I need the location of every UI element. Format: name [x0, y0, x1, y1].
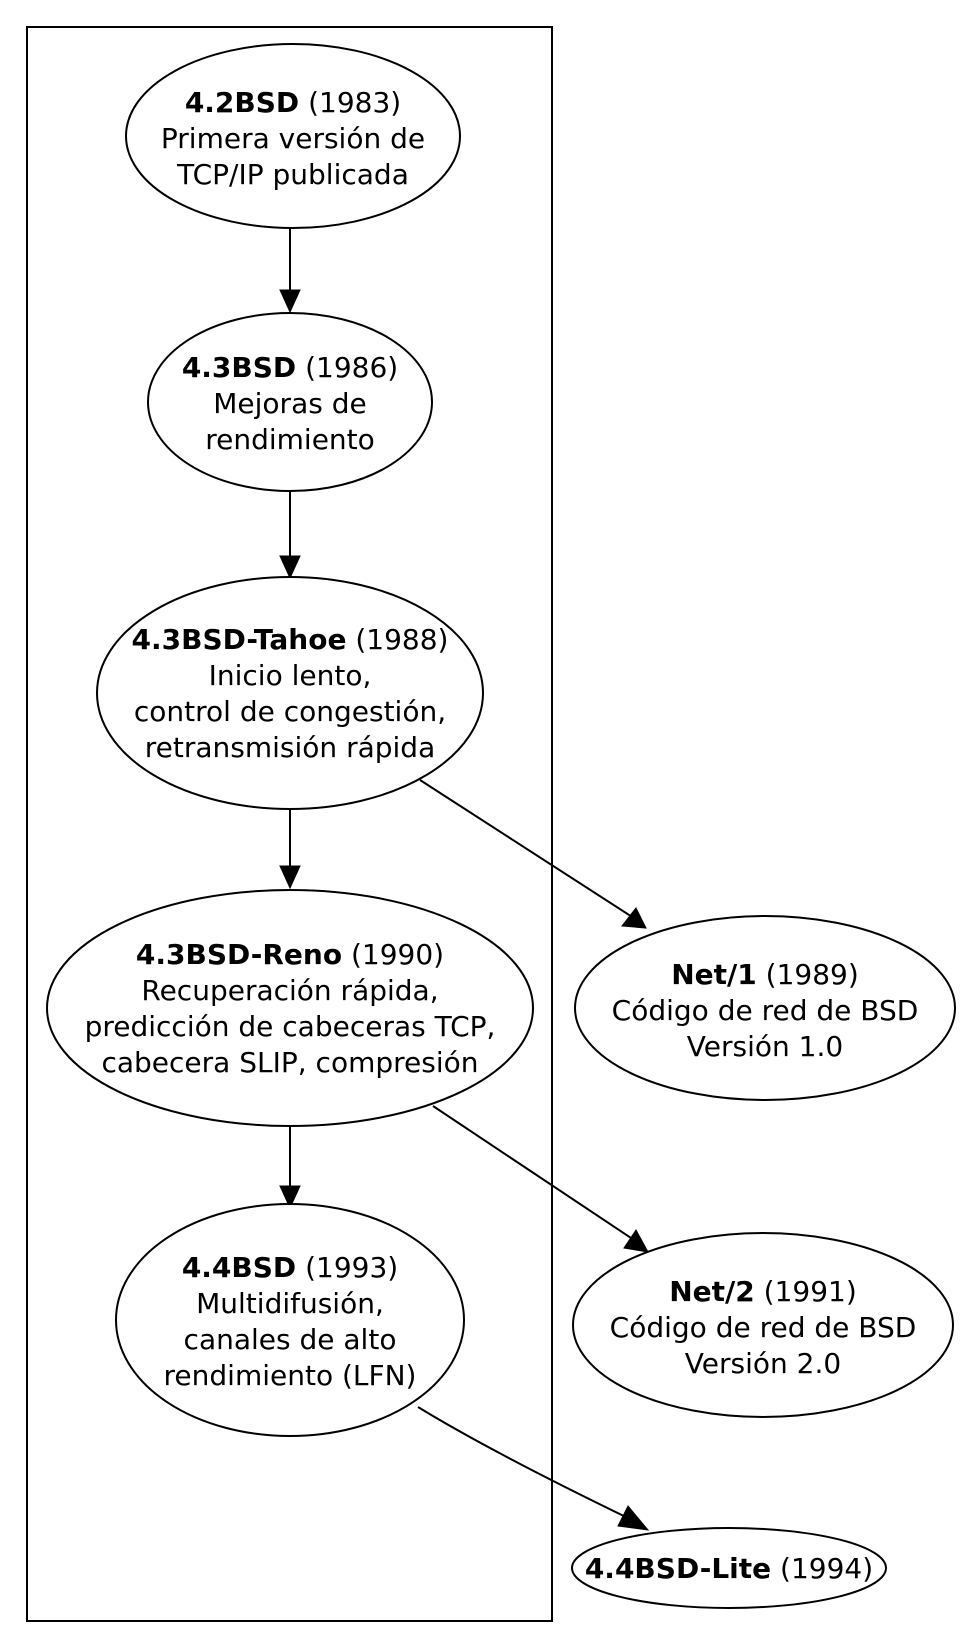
node-4.3bsd-title: 4.3BSD (1986) — [182, 351, 398, 384]
node-reno-desc-1: Recuperación rápida, — [141, 974, 438, 1007]
node-tahoe-desc-3: retransmisión rápida — [145, 731, 435, 764]
node-net1: Net/1 (1989) Código de red de BSD Versió… — [574, 915, 956, 1101]
node-net1-title: Net/1 (1989) — [671, 958, 859, 991]
node-4.3bsd-desc-2: rendimiento — [205, 423, 375, 456]
edge-tahoe-to-reno — [279, 808, 301, 890]
node-4.4bsd-desc-3: rendimiento (LFN) — [164, 1359, 417, 1392]
edge-reno-to-4.4bsd — [279, 1126, 301, 1210]
node-reno-desc-2: predicción de cabeceras TCP, — [85, 1010, 496, 1043]
edge-4.4bsd-to-lite — [417, 1406, 650, 1531]
node-tahoe-desc-1: Inicio lento, — [209, 659, 372, 692]
node-4.2bsd-title: 4.2BSD (1983) — [185, 86, 401, 119]
node-4.3bsd-tahoe: 4.3BSD-Tahoe (1988) Inicio lento, contro… — [96, 576, 484, 810]
node-tahoe-title: 4.3BSD-Tahoe (1988) — [132, 623, 449, 656]
edge-4.3bsd-to-tahoe — [279, 490, 301, 580]
node-net2-desc-1: Código de red de BSD — [610, 1311, 917, 1344]
node-4.3bsd-reno: 4.3BSD-Reno (1990) Recuperación rápida, … — [46, 889, 534, 1127]
node-net1-desc-1: Código de red de BSD — [612, 994, 919, 1027]
node-net1-desc-2: Versión 1.0 — [687, 1030, 843, 1063]
node-4.4bsd-desc-1: Multidifusión, — [196, 1287, 384, 1320]
node-reno-title: 4.3BSD-Reno (1990) — [136, 938, 444, 971]
node-4.4bsd: 4.4BSD (1993) Multidifusión, canales de … — [115, 1203, 465, 1437]
edge-reno-to-net2 — [432, 1105, 649, 1253]
node-4.4bsd-desc-2: canales de alto — [184, 1323, 397, 1356]
node-net2: Net/2 (1991) Código de red de BSD Versió… — [572, 1232, 954, 1418]
node-4.2bsd: 4.2BSD (1983) Primera versión de TCP/IP … — [125, 43, 461, 229]
node-4.4bsd-lite: 4.4BSD-Lite (1994) — [571, 1527, 887, 1609]
node-reno-desc-3: cabecera SLIP, compresión — [101, 1046, 478, 1079]
node-4.4bsd-title: 4.4BSD (1993) — [182, 1251, 398, 1284]
node-4.3bsd-desc-1: Mejoras de — [213, 387, 366, 420]
node-4.3bsd: 4.3BSD (1986) Mejoras de rendimiento — [147, 312, 433, 492]
node-4.2bsd-desc-2: TCP/IP publicada — [176, 158, 409, 191]
node-tahoe-desc-2: control de congestión, — [134, 695, 446, 728]
main-line-cluster — [26, 26, 553, 1622]
node-net2-title: Net/2 (1991) — [669, 1275, 857, 1308]
node-4.2bsd-desc-1: Primera versión de — [161, 122, 425, 155]
edge-tahoe-to-net1 — [419, 779, 647, 929]
node-net2-desc-2: Versión 2.0 — [685, 1347, 841, 1380]
node-lite-title: 4.4BSD-Lite (1994) — [585, 1552, 873, 1585]
edge-4.2bsd-to-4.3bsd — [279, 228, 301, 314]
